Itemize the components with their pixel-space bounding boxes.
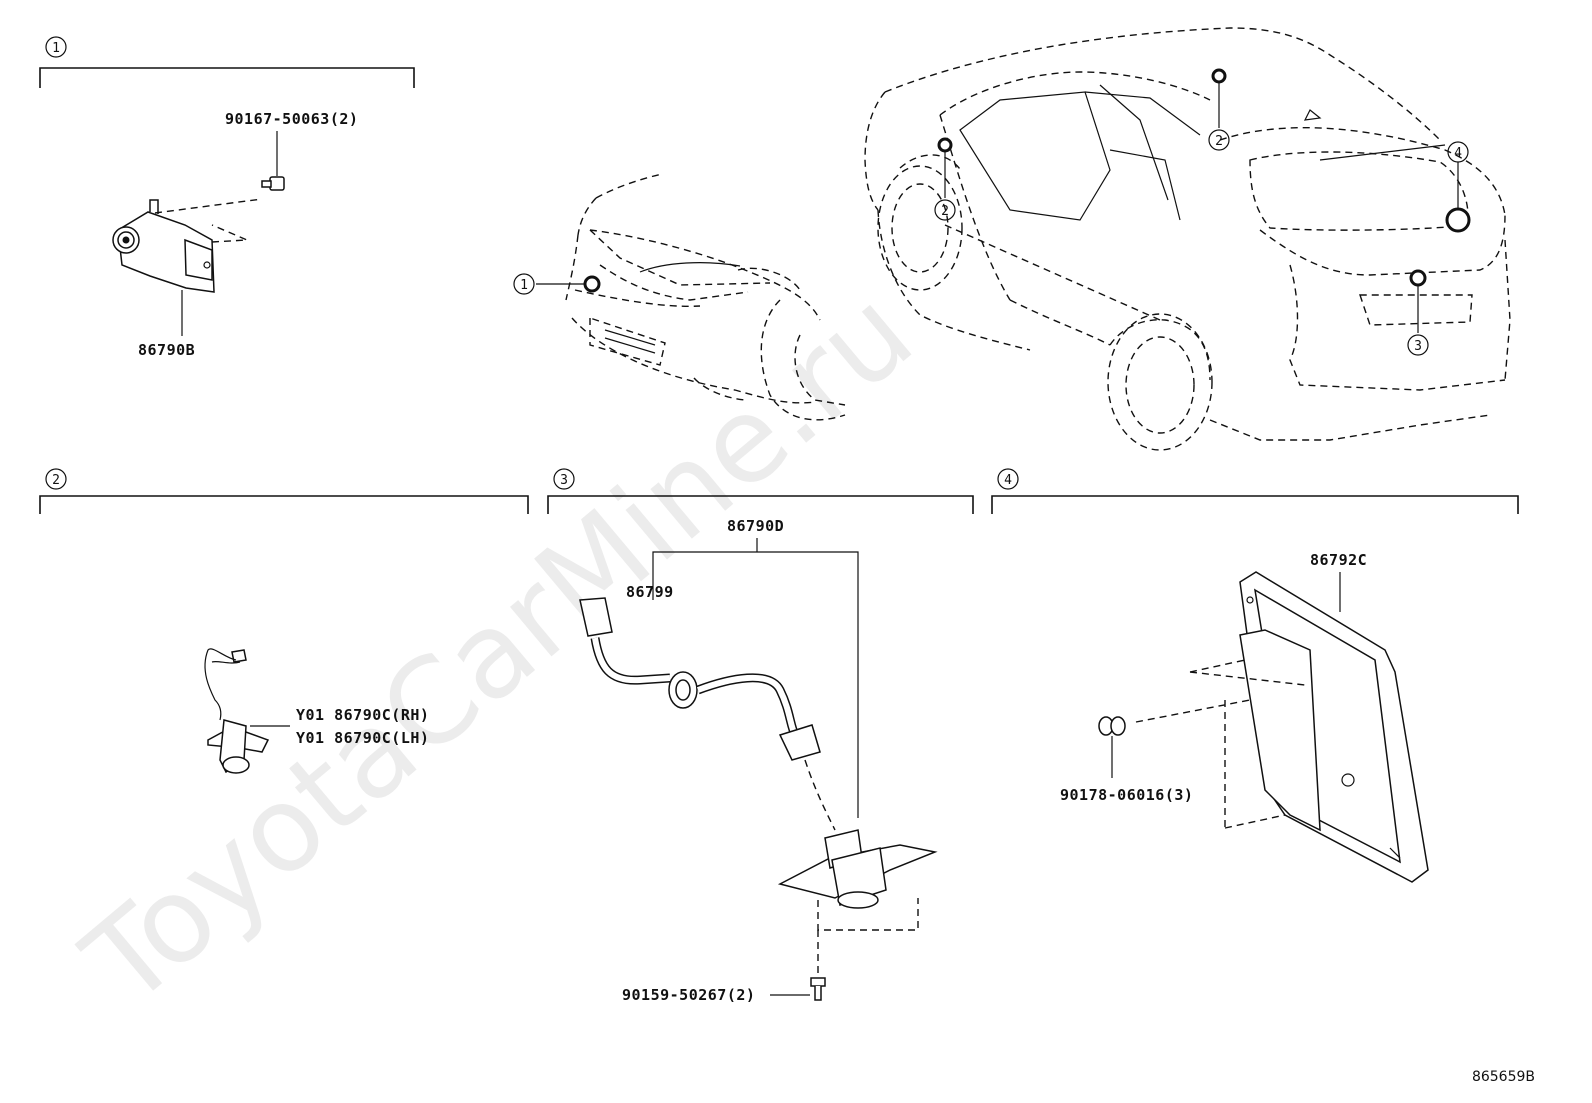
watermark: ToyotaCarMine.ru <box>59 263 938 1032</box>
section-4-marker: 4 <box>1004 473 1012 488</box>
part-label-86790D[interactable]: 86790D <box>727 517 784 535</box>
part-label-86790B[interactable]: 86790B <box>138 341 195 359</box>
vehicle-callout-3: 3 <box>1414 339 1422 354</box>
camera-location-dot <box>1409 269 1427 287</box>
vehicle-callout-4: 4 <box>1454 146 1462 161</box>
front-vehicle-view: 1 <box>513 173 846 421</box>
screw-icon <box>810 977 826 1001</box>
section-1-marker-circle <box>45 36 67 58</box>
camera-location-dot <box>583 275 601 293</box>
part-label-86799[interactable]: 86799 <box>626 583 674 601</box>
part-label-86790C-RH[interactable]: Y01 86790C(RH) <box>296 706 429 724</box>
section-3: 3 86790D 86799 90159-50267(2) <box>547 468 974 1004</box>
camera-location-dot <box>1211 68 1227 84</box>
assembly-bracket <box>652 538 859 818</box>
camera-location-dot <box>937 137 953 153</box>
part-label-90178-06016[interactable]: 90178-06016(3) <box>1060 786 1193 804</box>
vehicle-callout-1: 1 <box>520 278 528 293</box>
rear-vehicle-view: 2 2 3 4 <box>864 27 1511 451</box>
ecu-location-dot <box>1445 207 1471 233</box>
vehicle-callout-2-left: 2 <box>941 204 949 219</box>
section-2: 2 Y01 86790C(RH) Y01 86790C(LH) <box>39 468 529 774</box>
section-4-bracket <box>991 495 1519 514</box>
part-label-90159-50267[interactable]: 90159-50267(2) <box>622 986 755 1004</box>
section-2-bracket <box>39 495 529 514</box>
section-2-marker: 2 <box>52 473 60 488</box>
section-1-marker: 1 <box>52 41 60 56</box>
section-4: 4 86792C 90178-06016(3) <box>991 468 1519 883</box>
assembly-dashes <box>154 198 263 243</box>
side-camera-part <box>204 648 270 774</box>
front-camera-part <box>112 199 215 293</box>
rear-camera-part <box>777 829 938 909</box>
section-1: 1 90167-50063(2) 86790B <box>39 36 415 359</box>
wire-harness-part <box>579 597 821 761</box>
ecu-part <box>1239 571 1429 883</box>
diagram-id: 865659B <box>1472 1069 1535 1085</box>
bolt-icon <box>261 176 285 191</box>
section-1-bracket <box>39 67 415 88</box>
vehicle-callout-2-right: 2 <box>1215 134 1223 149</box>
part-label-86792C[interactable]: 86792C <box>1310 551 1367 569</box>
section-3-marker: 3 <box>560 473 568 488</box>
nut-icon <box>1098 716 1126 736</box>
part-label-90167-50063[interactable]: 90167-50063(2) <box>225 110 358 128</box>
section-3-bracket <box>547 495 974 514</box>
part-label-86790C-LH[interactable]: Y01 86790C(LH) <box>296 729 429 747</box>
